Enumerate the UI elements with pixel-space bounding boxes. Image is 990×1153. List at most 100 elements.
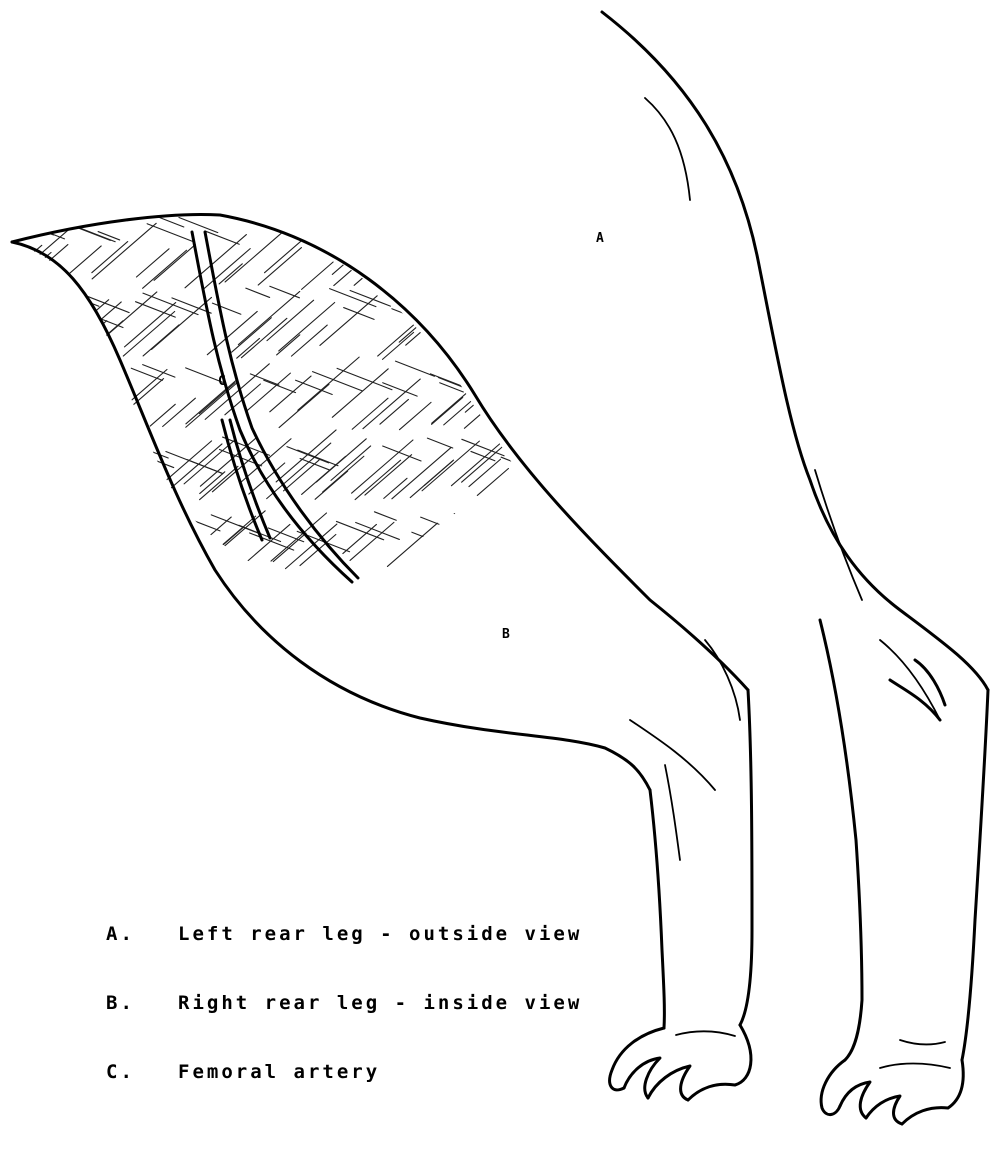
- hatch-stroke: [451, 433, 511, 485]
- hatch-stroke: [719, 456, 749, 482]
- hatch-stroke: [573, 377, 623, 420]
- hatch-stroke: [529, 183, 557, 207]
- hatch-stroke: [352, 398, 388, 429]
- hatch-stroke: [276, 430, 336, 482]
- hatch-stroke: [756, 514, 790, 527]
- hatch-stroke: [276, 183, 307, 210]
- hatch-stroke: [284, 460, 320, 491]
- hatch-stroke: [607, 244, 645, 277]
- hatch-stroke: [212, 303, 240, 314]
- hatch-stroke: [602, 391, 646, 430]
- hatch-stroke: [258, 161, 315, 210]
- hatch-stroke: [725, 303, 763, 318]
- hatch-stroke: [271, 513, 326, 561]
- hatch-stroke: [462, 439, 504, 455]
- hatch-stroke: [635, 290, 693, 340]
- hatch-stroke: [477, 468, 508, 495]
- hatch-stroke: [219, 264, 242, 284]
- hatch-stroke: [851, 456, 897, 474]
- hatch-stroke: [0, 449, 3, 488]
- hatch-stroke: [374, 512, 396, 520]
- hatch-stroke: [246, 288, 270, 297]
- hatch-stroke: [605, 525, 637, 553]
- hatch-stroke: [438, 378, 486, 397]
- hatch-stroke: [225, 231, 284, 282]
- hatch-stroke: [491, 320, 533, 357]
- hatch-stroke: [454, 287, 474, 295]
- hatch-stroke: [469, 459, 501, 486]
- hatch-stroke: [439, 252, 480, 288]
- hatch-stroke: [22, 454, 68, 472]
- hatch-stroke: [860, 537, 893, 565]
- hatch-stroke: [517, 228, 549, 240]
- hatch-stroke: [690, 533, 718, 557]
- hatch-stroke: [688, 510, 741, 531]
- hatch-stroke: [550, 375, 580, 386]
- hatch-stroke: [143, 448, 168, 458]
- hatch-stroke: [205, 364, 269, 420]
- hatch-stroke: [533, 240, 568, 270]
- hatch-stroke: [562, 288, 594, 300]
- hatch-stroke: [881, 446, 934, 492]
- hatch-stroke: [45, 151, 105, 203]
- hatch-stroke: [332, 369, 388, 417]
- hatch-stroke: [77, 387, 122, 426]
- hatch-stroke: [38, 463, 66, 487]
- hatch-stroke: [0, 396, 20, 420]
- hatch-stroke: [153, 532, 193, 566]
- hatch-stroke: [426, 545, 449, 565]
- hatch-stroke: [472, 170, 517, 209]
- hatch-stroke: [657, 404, 682, 426]
- hatch-stroke: [666, 318, 692, 340]
- hatch-stroke: [7, 463, 49, 500]
- hatch-stroke: [372, 255, 404, 283]
- hatch-stroke: [748, 530, 778, 542]
- hatch-stroke: [291, 325, 327, 356]
- hatch-stroke: [425, 253, 459, 283]
- hatch-stroke: [0, 380, 34, 429]
- hatch-stroke: [868, 521, 897, 532]
- hatch-stroke: [677, 232, 730, 278]
- hatch-stroke: [432, 374, 489, 423]
- hatch-stroke: [47, 530, 67, 538]
- hatch-stroke: [383, 446, 421, 461]
- hatch-stroke: [711, 453, 734, 462]
- hatch-stroke: [784, 541, 814, 567]
- hatch-stroke: [511, 174, 558, 215]
- hatch-stroke: [510, 384, 545, 414]
- hatch-stroke: [565, 229, 623, 279]
- hatch-stroke: [592, 255, 620, 279]
- hatch-stroke: [882, 449, 919, 481]
- hatch-stroke: [719, 447, 739, 455]
- hatch-stroke: [433, 513, 489, 561]
- hatch-stroke: [287, 447, 329, 463]
- hatch-stroke: [551, 380, 581, 392]
- hatch-stroke: [250, 374, 279, 385]
- hatch-stroke: [473, 517, 516, 555]
- hatch-stroke: [302, 262, 334, 289]
- hatch-stroke: [21, 461, 44, 481]
- hatch-stroke: [483, 176, 518, 206]
- hatch-stroke: [45, 300, 109, 355]
- hatch-stroke: [546, 185, 572, 207]
- hatch-stroke: [378, 302, 440, 356]
- hatch-stroke: [659, 513, 701, 550]
- hatch-stroke: [64, 183, 98, 212]
- hatch-stroke: [0, 311, 32, 345]
- hatch-stroke: [450, 233, 500, 277]
- hatch-stroke: [0, 528, 44, 568]
- hatch-stroke: [105, 531, 163, 554]
- hatch-stroke: [412, 532, 460, 551]
- hatch-stroke: [713, 306, 767, 353]
- hatch-stroke: [383, 383, 417, 396]
- hatch-stroke: [24, 288, 72, 307]
- hatch-stroke: [454, 514, 503, 533]
- hatch-stroke: [137, 193, 160, 213]
- hatch-stroke: [427, 438, 452, 448]
- hatch-stroke: [468, 514, 520, 534]
- hatch-stroke: [512, 383, 569, 405]
- hatch-stroke: [872, 509, 926, 556]
- hatch-stroke: [507, 535, 537, 561]
- hatch-stroke: [592, 462, 634, 499]
- hatch-stroke: [615, 456, 665, 500]
